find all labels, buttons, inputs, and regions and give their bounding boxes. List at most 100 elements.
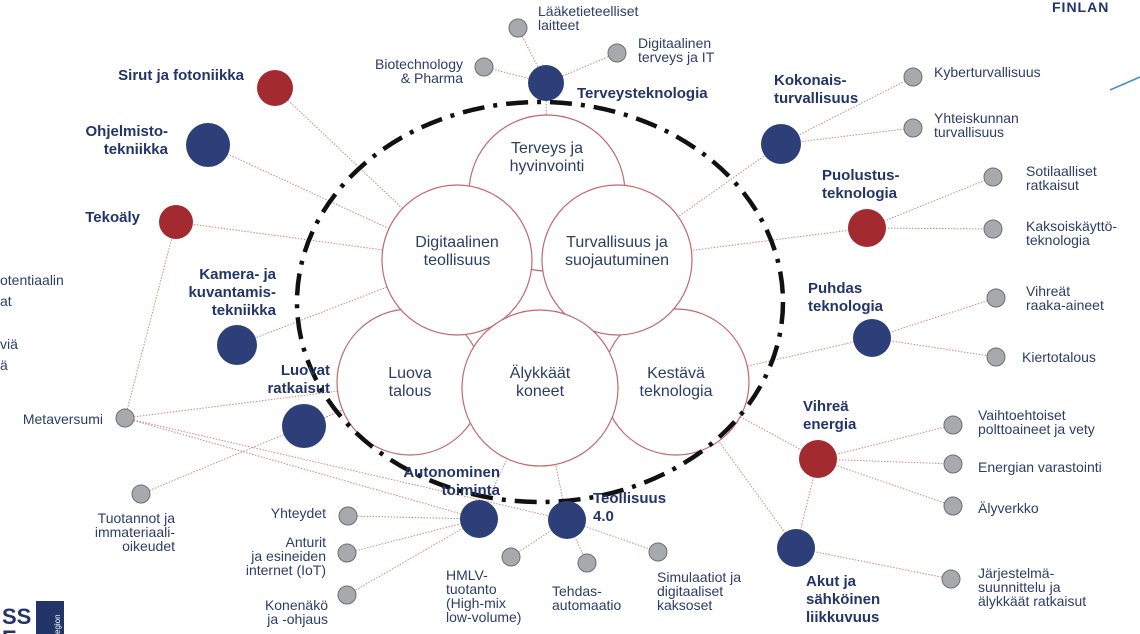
connector-line	[347, 515, 480, 520]
logo-line-1: SS	[2, 604, 31, 629]
leaf-label-kyber-line: Kyberturvallisuus	[934, 64, 1041, 80]
hub-label-ohjelmisto-line: Ohjelmisto-	[85, 123, 168, 140]
connector-line	[175, 221, 458, 261]
leaf-label-sotilaalliset-line: Sotilaalliset	[1026, 163, 1097, 179]
leaf-label-hmlv-line: tuotanto	[446, 581, 497, 597]
leaf-label-yhteydet: Yhteydet	[271, 505, 326, 521]
leaf-node-metaversumi	[115, 408, 135, 428]
hub-node-ohjelmisto	[186, 123, 230, 167]
leaf-node-yhteiskunnan	[903, 118, 923, 138]
hub-label-kokonais-line: Kokonais-	[774, 72, 847, 89]
leaf-node-jarjestelma	[941, 569, 961, 589]
hub-label-luovat-line: Luovat	[281, 362, 330, 379]
leaf-label-biotech-line: & Pharma	[401, 70, 463, 86]
dashed-boundary-ellipse	[294, 99, 786, 505]
core-label-line: Luova	[388, 365, 432, 382]
leaf-node-tehdas	[577, 553, 597, 573]
hub-node-tekoaly	[159, 205, 193, 239]
leaf-label-sotilaalliset-line: ratkaisut	[1026, 177, 1079, 193]
leaf-label-yhteiskunnan-line: turvallisuus	[934, 124, 1004, 140]
leaf-label-laake-line: laitteet	[538, 17, 579, 33]
connector-line	[346, 518, 480, 554]
connector-line	[616, 143, 782, 261]
leaf-node-kierto	[986, 347, 1006, 367]
hub-label-teollisuus40-line: Teollisuus	[593, 490, 666, 507]
leaf-label-tehdas: Tehdas-automaatio	[552, 583, 621, 613]
core-label-line: Terveys ja	[511, 140, 583, 157]
core-label-line: hyvinvointi	[510, 158, 585, 175]
connector-line	[124, 417, 480, 520]
connector-line	[817, 458, 954, 507]
leaf-label-kyber: Kyberturvallisuus	[934, 64, 1041, 80]
hub-node-kokonais	[761, 124, 801, 164]
leaf-label-vihreat-line: raaka-aineet	[1026, 297, 1104, 313]
hub-node-teollisuus40	[548, 501, 586, 539]
hub-label-sirut: Sirut ja fotoniikka	[118, 67, 245, 84]
leaf-node-yhteydet	[338, 506, 358, 526]
connector-line	[866, 227, 994, 230]
leaf-label-kaksois: Kaksoiskäyttö-teknologia	[1026, 218, 1117, 248]
hub-label-akut-line: sähköinen	[806, 591, 880, 608]
connector-line	[236, 259, 458, 346]
connector-line	[675, 381, 797, 549]
hub-node-luovat	[282, 404, 326, 448]
topic-nodes	[115, 18, 1006, 605]
leaf-label-anturit-line: ja esineiden	[250, 548, 326, 564]
leaf-node-laake	[508, 18, 528, 38]
leaf-label-simulaatiot-line: kaksoset	[657, 597, 712, 613]
leaf-node-sotilaalliset	[983, 167, 1003, 187]
leaf-node-tuotannot	[131, 484, 151, 504]
connector-line	[346, 518, 480, 596]
hub-label-vihrea-line: energia	[803, 416, 857, 433]
hub-node-puhdas	[853, 319, 891, 357]
leaf-label-kierto-line: Kiertotalous	[1022, 349, 1096, 365]
logo-tag: egion	[53, 614, 62, 634]
leaf-label-vaihto-line: Vaihtoehtoiset	[978, 407, 1066, 423]
hub-label-akut-line: Akut ja	[806, 573, 857, 590]
leaf-node-anturit	[337, 543, 357, 563]
hub-node-autonominen	[460, 500, 498, 538]
leaf-label-alyverkko-line: Älyverkko	[978, 500, 1039, 516]
leaf-node-vihreat	[986, 288, 1006, 308]
hub-label-autonominen-line: Autonominen	[403, 464, 500, 481]
hub-label-kokonais-line: turvallisuus	[774, 90, 858, 107]
core-label-line: Digitaalinen	[415, 234, 499, 251]
leaf-label-tehdas-line: Tehdas-	[552, 583, 602, 599]
hub-node-vihrea	[799, 440, 837, 478]
leaf-label-tuotannot-line: oikeudet	[122, 538, 175, 554]
connector-line	[140, 381, 411, 495]
leaf-label-jarjestelma-line: Järjestelmä-	[978, 565, 1055, 581]
hub-node-terveysteknologia	[528, 65, 564, 101]
leaf-label-kierto: Kiertotalous	[1022, 349, 1096, 365]
hub-label-kamera-line: Kamera- ja	[199, 266, 276, 283]
hub-label-tekoaly-line: Tekoäly	[85, 209, 140, 226]
core-circle-digi	[381, 184, 533, 336]
leaf-label-tuotannot-line: immateriaali-	[95, 524, 175, 540]
leaf-label-kaksois-line: Kaksoiskäyttö-	[1026, 218, 1117, 234]
leaf-label-tehdas-line: automaatio	[552, 597, 621, 613]
leaf-label-konenako-line: Konenäkö	[265, 597, 328, 613]
leaf-label-metaversumi: Metaversumi	[23, 411, 103, 427]
leaf-label-vihreat-line: Vihreät	[1026, 283, 1070, 299]
leaf-node-vaihto	[943, 415, 963, 435]
hub-label-sirut-line: Sirut ja fotoniikka	[118, 67, 245, 84]
connector-line	[780, 76, 914, 145]
leaf-label-laake-line: Lääketieteelliset	[538, 3, 639, 19]
decorative-stroke	[1109, 76, 1140, 91]
